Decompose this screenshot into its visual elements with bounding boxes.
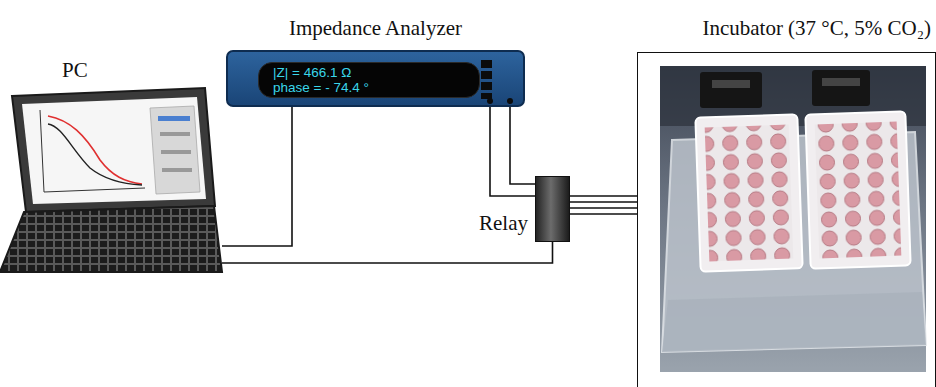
cable-line xyxy=(222,242,553,263)
software-panel xyxy=(150,106,200,194)
panel-bar xyxy=(160,132,190,136)
device-label: Impedance Analyzer xyxy=(289,16,462,40)
culture-wells xyxy=(815,122,902,259)
panel-bar xyxy=(162,168,192,172)
well-plate xyxy=(805,111,910,268)
analyzer-button xyxy=(481,71,492,79)
device-label: Relay xyxy=(479,211,528,235)
laptop-screen-frame xyxy=(12,88,215,212)
display-reading: phase = - 74.4 ° xyxy=(273,80,479,95)
cable-line xyxy=(570,213,637,215)
laptop-pc: PC xyxy=(0,58,222,280)
culture-wells xyxy=(705,125,794,262)
display-reading: |Z| = 466.1 Ω xyxy=(273,65,479,80)
device-label: PC xyxy=(62,58,88,82)
holder-plate-edge xyxy=(662,292,926,352)
clamp-screw xyxy=(822,78,860,86)
incubator: Incubator (37 °C, 5% CO₂) xyxy=(637,52,936,387)
panel-bar xyxy=(158,116,190,121)
cable-line xyxy=(570,207,637,209)
connector-clamp xyxy=(812,70,870,106)
impedance-analyzer: Impedance Analyzer|Z| = 466.1 Ωphase = -… xyxy=(226,50,525,107)
laptop-screen xyxy=(22,97,206,204)
cable-line xyxy=(510,107,535,184)
well-plate-frame xyxy=(695,114,802,271)
cable-line xyxy=(570,195,637,197)
analyzer-button xyxy=(481,82,492,90)
incubator-photo xyxy=(660,66,926,372)
well-plate xyxy=(695,114,802,271)
cable-line xyxy=(570,201,637,203)
panel-bar xyxy=(161,150,191,154)
relay-box: Relay xyxy=(535,176,570,242)
plot-curve xyxy=(48,124,142,185)
clamp-screw xyxy=(712,80,750,88)
photo-background xyxy=(660,66,926,372)
analyzer-display: |Z| = 466.1 Ωphase = - 74.4 ° xyxy=(258,62,480,98)
well-plate-frame xyxy=(805,111,910,268)
laptop-drawing xyxy=(0,88,222,272)
analyzer-socket xyxy=(487,98,493,104)
connector-clamp xyxy=(700,72,762,108)
laptop-keyboard xyxy=(0,206,222,272)
analyzer-button xyxy=(481,60,492,68)
analyzer-socket xyxy=(507,98,513,104)
cable-line xyxy=(222,107,292,246)
plot-curve xyxy=(48,116,142,184)
cable-line xyxy=(490,107,535,196)
plot-axes xyxy=(40,110,145,192)
device-label: Incubator (37 °C, 5% CO₂) xyxy=(702,16,931,40)
